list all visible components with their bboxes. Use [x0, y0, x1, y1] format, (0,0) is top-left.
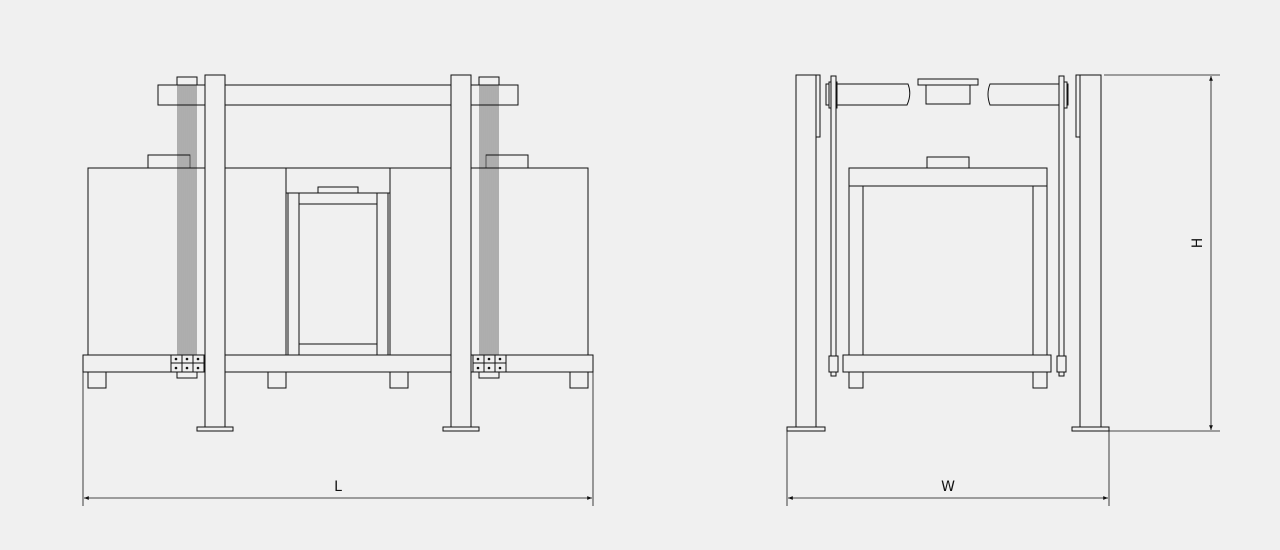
foot: [848, 371, 864, 389]
length-dimension: L: [82, 372, 594, 506]
side-left-column: [795, 74, 817, 428]
left-cabinet: [87, 167, 287, 356]
side-base-clamp: [1056, 355, 1067, 373]
side-view: W H: [786, 74, 1220, 506]
left-column-base-plate: [196, 426, 234, 432]
foot: [267, 371, 287, 389]
side-left-base-plate: [786, 426, 826, 432]
left-cable-bundle: [176, 76, 198, 379]
side-left-bracket: [815, 74, 821, 138]
right-cable-bundle: [478, 76, 500, 379]
right-clamp-block: [472, 354, 507, 373]
height-dimension: H: [1104, 74, 1220, 432]
foot: [87, 371, 107, 389]
left-clamp-block: [170, 354, 205, 373]
right-column-base-plate: [442, 426, 480, 432]
side-cabinet: [848, 156, 1048, 356]
side-base-beam: [842, 354, 1052, 373]
top-beam: [157, 84, 519, 106]
height-label: H: [1190, 238, 1206, 249]
right-side-rail: [1058, 75, 1065, 377]
side-right-bracket: [1075, 74, 1081, 138]
side-base-clamp: [828, 355, 839, 373]
right-cabinet: [389, 167, 589, 356]
left-column: [204, 74, 226, 428]
foot: [389, 371, 409, 389]
width-dimension: W: [786, 431, 1110, 506]
side-top-bar: [825, 78, 1069, 109]
side-right-column: [1079, 74, 1102, 428]
base-beam: [82, 354, 594, 373]
width-label: W: [941, 479, 955, 495]
foot: [1032, 371, 1048, 389]
right-column: [450, 74, 472, 428]
center-frame: [285, 167, 391, 356]
foot: [569, 371, 589, 389]
length-label: L: [334, 479, 342, 495]
front-view: L: [82, 74, 594, 506]
left-side-rail: [830, 75, 837, 377]
side-right-base-plate: [1071, 426, 1110, 432]
